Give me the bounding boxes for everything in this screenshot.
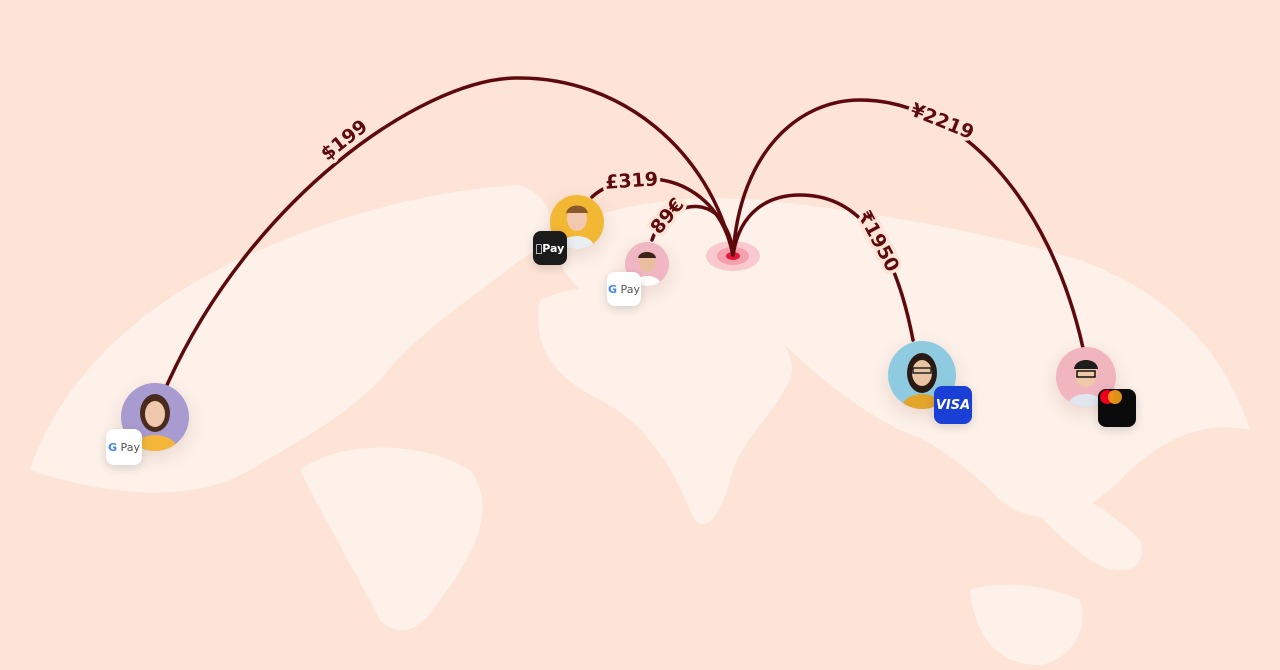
payment-method-label: Pay (538, 241, 564, 255)
person-icon (133, 394, 177, 451)
person-icon (902, 353, 942, 409)
person-icon (560, 205, 594, 249)
apple-icon:  (536, 242, 543, 255)
arc-jpy (731, 98, 1085, 350)
payment-method-label: VISA (935, 397, 971, 413)
mastercard-icon (1100, 390, 1122, 404)
avatar-inr-sender (888, 341, 956, 409)
payment-method-label: G Pay (608, 282, 640, 296)
amount-gbp: £319 (604, 168, 658, 194)
arc-inr (731, 193, 915, 342)
amount-jpy: ¥2219 (907, 99, 977, 144)
payment-badge-applepay: Pay (533, 231, 567, 265)
payment-badge-gpay: G Pay (607, 272, 641, 306)
payment-badge-visa: VISA (934, 386, 972, 424)
payment-method-label: G Pay (108, 440, 140, 454)
payment-badge-mastercard: mastercard (1098, 389, 1136, 427)
arc-eur (650, 204, 735, 257)
person-icon (1068, 360, 1104, 407)
arc-usd (165, 76, 735, 387)
payment-badge-gpay: G Pay (106, 429, 142, 465)
